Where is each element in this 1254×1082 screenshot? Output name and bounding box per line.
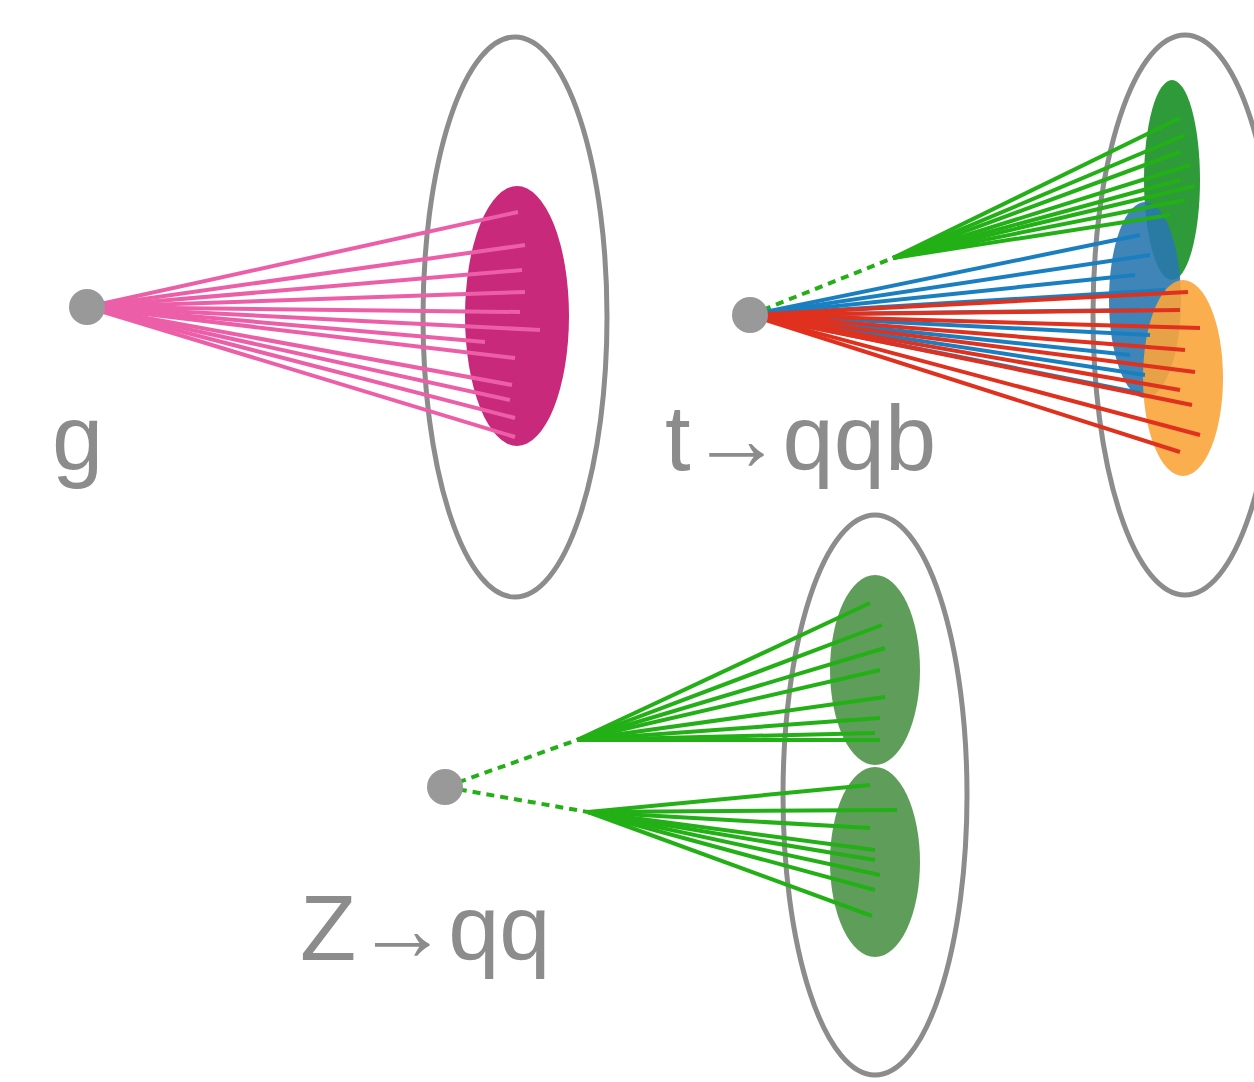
top-jet	[732, 35, 1254, 595]
parent-line	[445, 787, 588, 812]
jet-core	[465, 186, 569, 446]
jet-label: Z→qq	[300, 877, 551, 979]
jet-label-holder: g	[52, 392, 103, 484]
jet-cone-outline	[423, 37, 607, 597]
jet-label: t→qqb	[665, 387, 936, 489]
jet-label-holder: Z→qq	[300, 882, 551, 974]
z-jet	[427, 515, 967, 1075]
jet-label-holder: t→qqb	[665, 392, 936, 484]
jet-label: g	[52, 387, 103, 489]
jet-cone-outline	[783, 515, 967, 1075]
vertex-dot	[427, 769, 463, 805]
gluon-jet	[69, 37, 607, 597]
vertex-dot	[732, 297, 768, 333]
particle-tracks	[577, 603, 897, 916]
parent-line	[445, 740, 577, 787]
vertex-dot	[69, 289, 105, 325]
subjet	[830, 767, 920, 957]
particle-tracks	[87, 212, 540, 437]
particle-tracks	[893, 118, 1195, 258]
